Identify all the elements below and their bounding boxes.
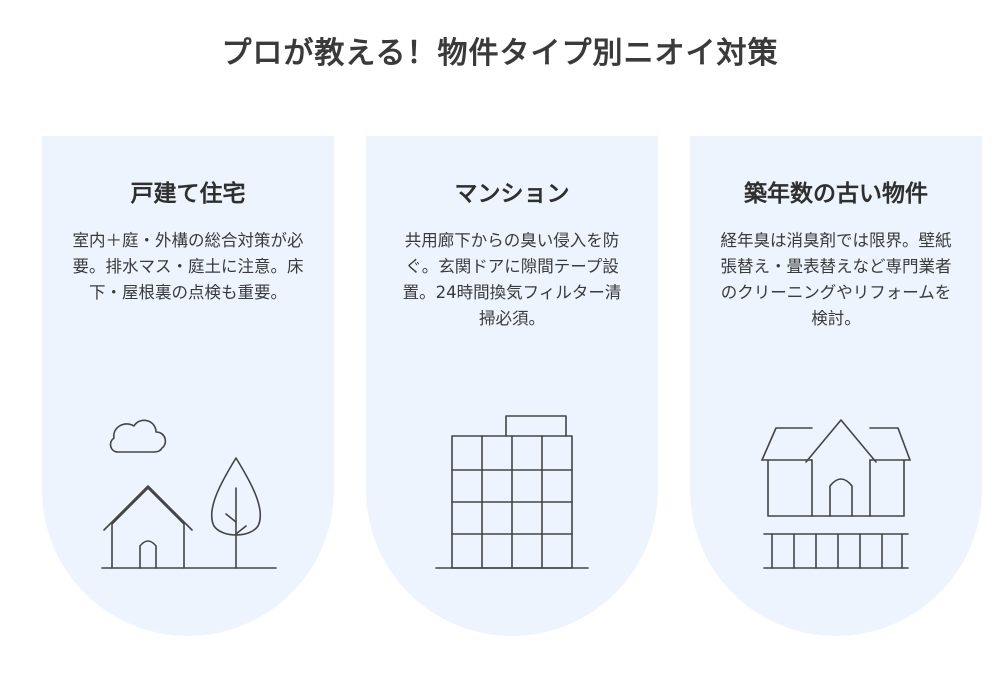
card-body: 室内＋庭・外構の総合対策が必要。排水マス・庭土に注意。床下・屋根裏の点検も重要。 bbox=[72, 231, 304, 302]
card-old-property: 築年数の古い物件 経年臭は消臭剤では限界。壁紙張替え・畳表替えなど専門業者のクリ… bbox=[690, 136, 982, 636]
page-title: プロが教える！物件タイプ別ニオイ対策 bbox=[221, 36, 779, 71]
card-body: 共用廊下からの臭い侵入を防ぐ。玄関ドアに隙間テープ設置。24時間換気フィルター清… bbox=[402, 231, 622, 328]
card-heading: マンション bbox=[454, 181, 570, 207]
card-body: 経年臭は消臭剤では限界。壁紙張替え・畳表替えなど専門業者のクリーニングやリフォー… bbox=[720, 231, 952, 328]
card-detached-house: 戸建て住宅 室内＋庭・外構の総合対策が必要。排水マス・庭土に注意。床下・屋根裏の… bbox=[42, 136, 334, 636]
apartment-building-icon bbox=[412, 402, 612, 582]
card-heading: 築年数の古い物件 bbox=[744, 181, 928, 207]
card-apartment: マンション 共用廊下からの臭い侵入を防ぐ。玄関ドアに隙間テープ設置。24時間換気… bbox=[366, 136, 658, 636]
house-tree-cloud-icon bbox=[88, 402, 288, 582]
old-house-fence-icon bbox=[736, 402, 936, 582]
card-heading: 戸建て住宅 bbox=[130, 181, 246, 207]
